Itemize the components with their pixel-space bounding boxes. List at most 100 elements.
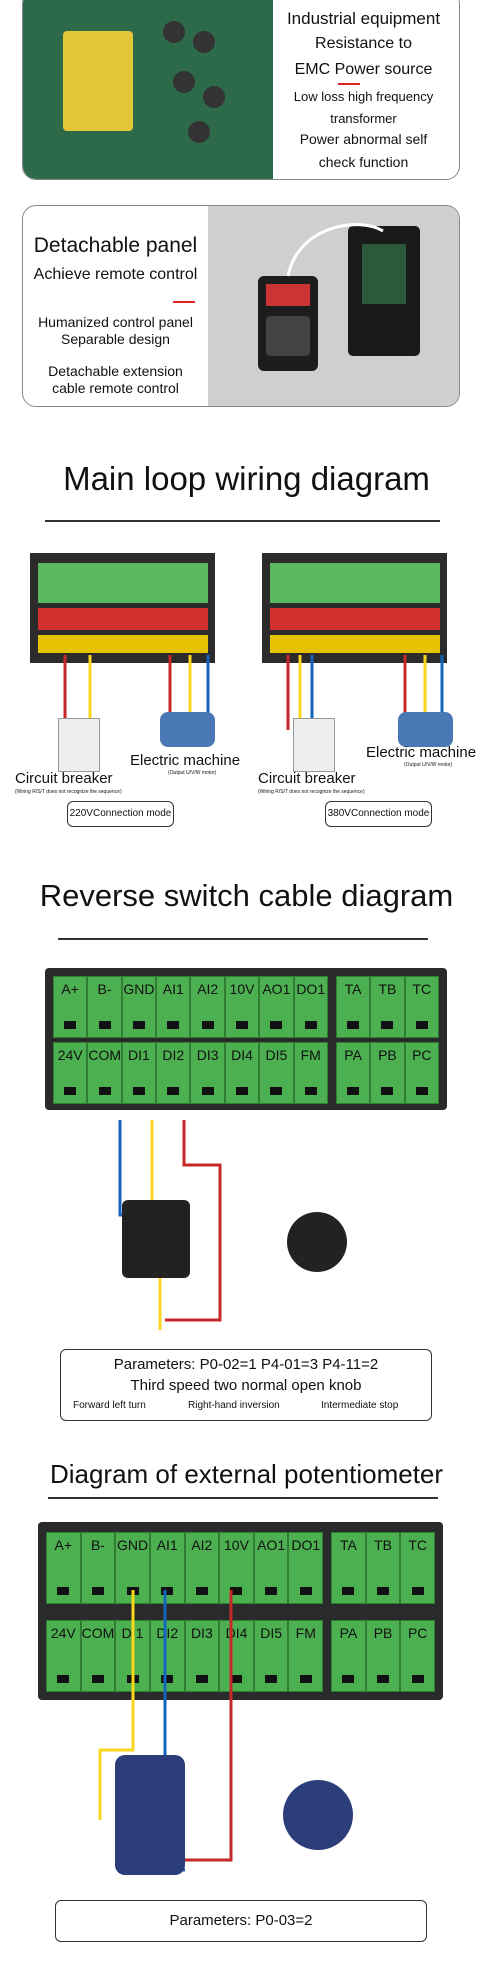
terminal-10v: 10V — [219, 1532, 254, 1604]
feature-heading: Detachable panel — [33, 234, 198, 257]
motor-note-left: (Output U/V/W motor) — [168, 770, 217, 776]
terminal-do1: DO1 — [288, 1532, 324, 1604]
terminal-ao1: AO1 — [259, 976, 294, 1038]
terminal-tc: TC — [400, 1532, 435, 1604]
terminal-di3: DI3 — [190, 1042, 225, 1104]
red-divider — [338, 83, 360, 85]
terminal-row-green — [270, 563, 440, 603]
terminal-label: AI1 — [162, 981, 184, 997]
motor-label-right: Electric machine — [366, 744, 477, 761]
terminal-label: TC — [412, 981, 432, 997]
terminal-screw-hole — [57, 1675, 70, 1683]
motor-note-right: (Output U/V/W motor) — [404, 762, 453, 768]
terminal-label: 10V — [229, 981, 255, 997]
breaker-note-right: (Wiring R/S/T does not recognize the seq… — [258, 789, 365, 795]
terminal-screw-hole — [161, 1587, 174, 1595]
terminal-screw-hole — [299, 1675, 312, 1683]
terminal-label: PB — [373, 1625, 393, 1641]
terminal-label: FM — [300, 1047, 321, 1063]
breaker-label-left: Circuit breaker — [15, 770, 113, 787]
terminal-tb: TB — [365, 1532, 401, 1604]
wires-reverse — [118, 1120, 222, 1330]
feature-line: Power abnormal self — [299, 131, 428, 147]
terminal-screw-hole — [270, 1087, 283, 1095]
terminal-di1: DI1 — [121, 1042, 157, 1104]
params-text: Parameters: P0-02=1 P4-01=3 P4-11=2 — [113, 1356, 379, 1373]
terminal-di3: DI3 — [184, 1620, 220, 1692]
terminal-label: 24V — [50, 1625, 76, 1641]
motor-image-right — [398, 712, 453, 747]
reverse-params-box: Parameters: P0-02=1 P4-01=3 P4-11=2 Thir… — [60, 1349, 432, 1421]
terminal-screw-hole — [201, 1021, 214, 1029]
terminal-di5: DI5 — [253, 1620, 289, 1692]
terminal-screw-hole — [132, 1021, 145, 1029]
terminal-label: DI1 — [128, 1047, 150, 1063]
potentiometer-wired — [115, 1755, 185, 1875]
capacitor-image — [193, 31, 215, 53]
extension-cable — [286, 223, 384, 277]
pot-params-box: Parameters: P0-03=2 — [55, 1900, 427, 1942]
breaker-note-left: (Wiring R/S/T does not recognize the seq… — [15, 789, 122, 795]
transformer-image — [63, 31, 133, 131]
terminal-label: AI2 — [197, 981, 219, 997]
terminal-screw-hole — [304, 1087, 317, 1095]
terminal-pa: PA — [331, 1620, 366, 1692]
terminal-label: PC — [407, 1625, 428, 1641]
terminal-label: PB — [378, 1047, 397, 1063]
terminal-label: B- — [90, 1537, 105, 1553]
terminal-di2: DI2 — [149, 1620, 185, 1692]
terminal-screw-hole — [342, 1675, 355, 1683]
control-panel-image — [258, 276, 318, 371]
feature-line: transformer — [330, 111, 397, 126]
terminal-di4: DI4 — [224, 1042, 260, 1104]
terminal-screw-hole — [57, 1587, 70, 1595]
terminal-label: TC — [408, 1537, 427, 1553]
terminal-label: DI2 — [156, 1625, 179, 1641]
terminal-screw-hole — [381, 1087, 394, 1095]
terminal-fm: FM — [288, 1620, 324, 1692]
terminal-label: COM — [81, 1625, 115, 1641]
terminal-screw-hole — [195, 1675, 208, 1683]
label-reverse: Right-hand inversion — [188, 1400, 280, 1411]
terminal-label: DI5 — [260, 1625, 283, 1641]
terminal-label: 10V — [224, 1537, 249, 1553]
terminal-label: TB — [378, 981, 397, 997]
terminal-label: TB — [374, 1537, 392, 1553]
power-strip — [270, 608, 440, 630]
capacitor-image — [203, 86, 225, 108]
terminal-screw-hole — [161, 1675, 174, 1683]
terminal-label: AI1 — [156, 1537, 178, 1553]
terminal-screw-hole — [347, 1087, 360, 1095]
terminal-screw-hole — [167, 1087, 180, 1095]
terminal-screw-hole — [415, 1021, 428, 1029]
circuit-breaker-image-left — [58, 718, 100, 772]
terminal-b: B- — [80, 1532, 116, 1604]
terminal-label: PC — [412, 1047, 432, 1063]
terminal-label: AI2 — [191, 1537, 213, 1553]
drive-terminals-left — [30, 553, 215, 663]
terminal-ai1: AI1 — [156, 976, 191, 1038]
terminal-label: DI4 — [231, 1047, 253, 1063]
terminal-screw-hole — [381, 1021, 394, 1029]
terminal-screw-hole — [98, 1087, 111, 1095]
terminal-screw-hole — [415, 1087, 428, 1095]
terminal-ao1: AO1 — [253, 1532, 289, 1604]
terminal-tb: TB — [370, 976, 405, 1038]
screw-row — [38, 635, 208, 653]
motor-image-left — [160, 712, 215, 747]
terminal-screw-hole — [265, 1587, 278, 1595]
terminal-label: GND — [117, 1537, 149, 1553]
terminal-tc: TC — [404, 976, 439, 1038]
power-strip — [38, 608, 208, 630]
knob-switch-photo — [287, 1212, 347, 1272]
pot-title: Diagram of external potentiometer — [49, 1459, 444, 1489]
terminal-screw-hole — [377, 1675, 390, 1683]
breaker-label-right: Circuit breaker — [258, 770, 356, 787]
title-underline — [58, 938, 428, 940]
terminal-row-green — [38, 563, 208, 603]
panel-photo — [208, 206, 459, 406]
terminal-screw-hole — [377, 1587, 390, 1595]
terminal-label: TA — [339, 1537, 357, 1553]
terminal-pa: PA — [335, 1042, 371, 1104]
feature-line: EMC Power source — [294, 61, 433, 78]
